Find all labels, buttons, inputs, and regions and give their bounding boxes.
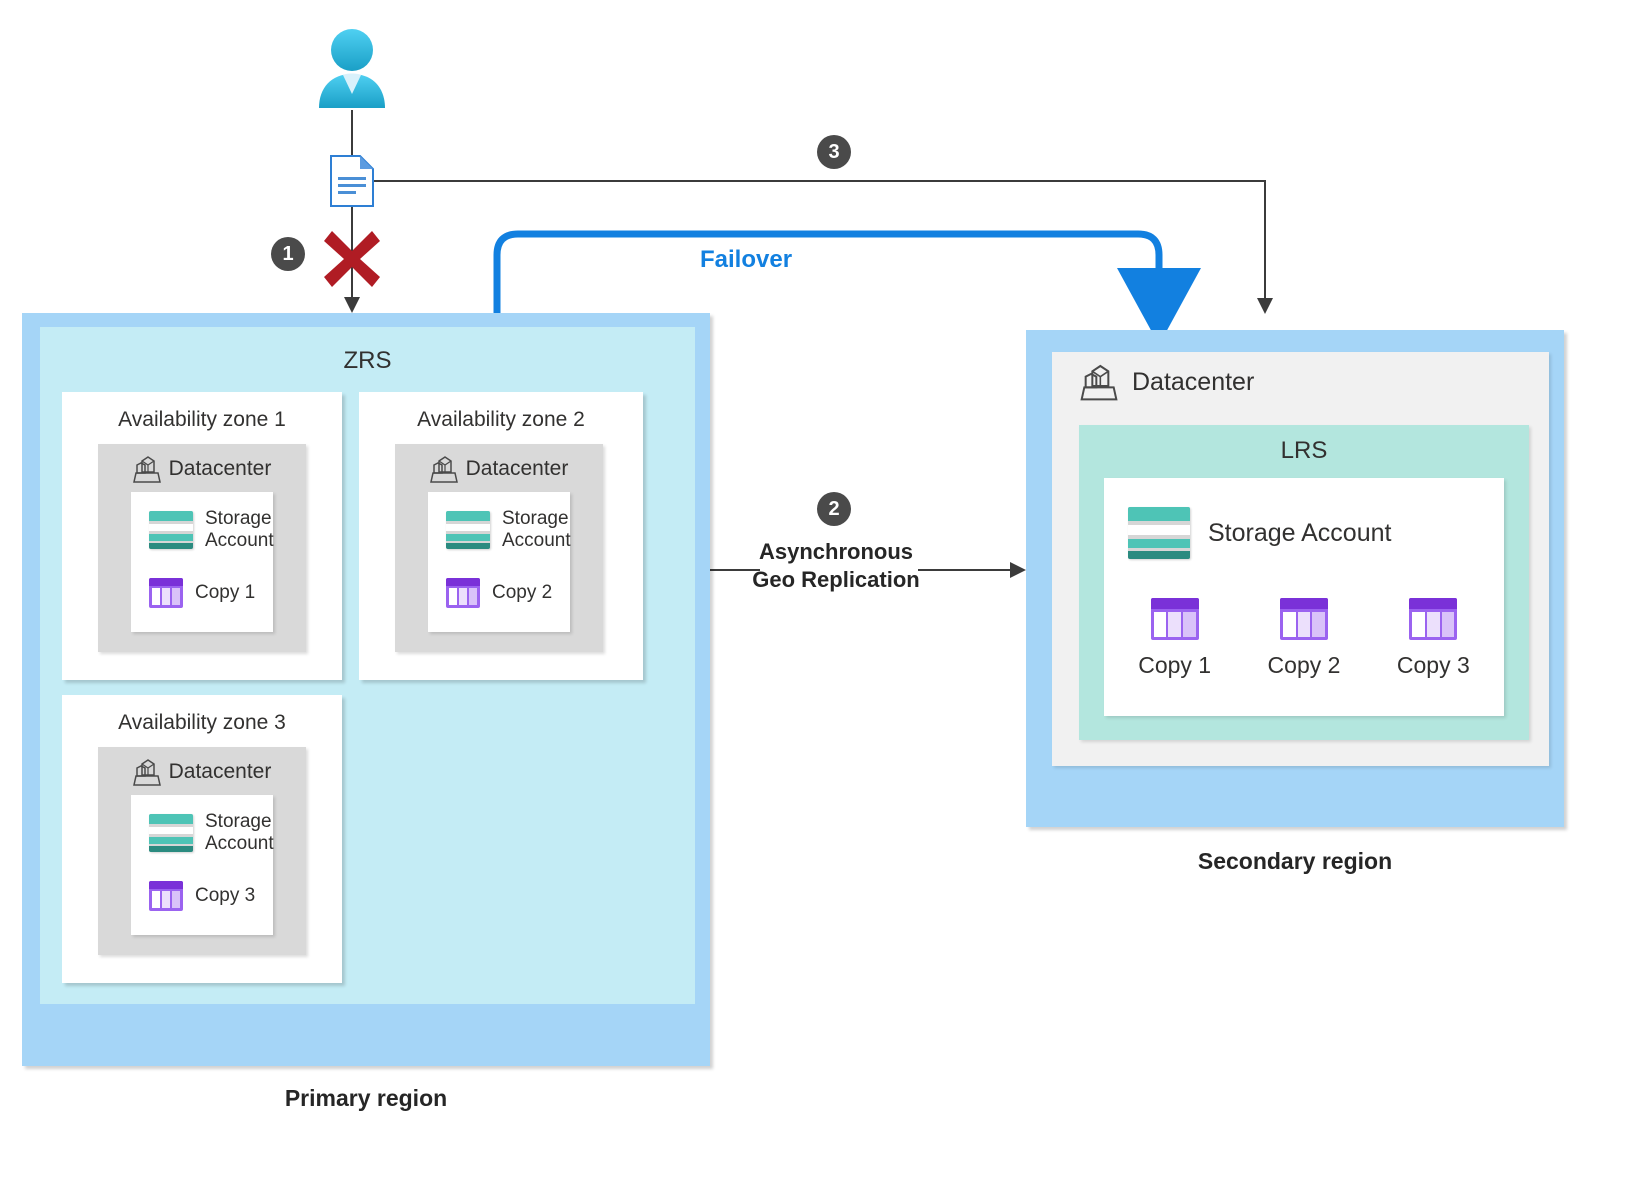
secondary-copy-2-label: Copy 2 bbox=[1267, 652, 1341, 678]
step-badge-1: 1 bbox=[271, 237, 305, 271]
geo-replication-line2: Geo Replication bbox=[752, 567, 920, 593]
availability-zone-1-title: Availability zone 1 bbox=[118, 408, 286, 431]
storage-label-line1: Storage bbox=[205, 508, 272, 529]
availability-zone-2-title: Availability zone 2 bbox=[417, 408, 585, 431]
red-x-icon bbox=[324, 231, 380, 287]
storage-account-row-zone-1: Storage Account bbox=[149, 508, 274, 553]
user-icon bbox=[319, 29, 385, 108]
datacenter-box-zone-2: Datacenter Storage Account Copy 2 bbox=[395, 444, 603, 652]
secondary-datacenter-label: Datacenter bbox=[1132, 367, 1255, 396]
secondary-storage-account-row: Storage Account bbox=[1128, 507, 1391, 559]
datacenter-inner-zone-2: Storage Account Copy 2 bbox=[428, 492, 571, 632]
step-badge-2: 2 bbox=[817, 492, 851, 526]
secondary-region-caption: Secondary region bbox=[1197, 848, 1393, 874]
storage-account-row-zone-3: Storage Account bbox=[149, 811, 274, 856]
datacenter-label-zone-2: Datacenter bbox=[465, 457, 569, 480]
copy-icon bbox=[446, 578, 480, 608]
document-icon bbox=[330, 155, 374, 207]
copy-label-zone-2: Copy 2 bbox=[492, 581, 553, 603]
storage-label-line2: Account bbox=[502, 530, 571, 552]
storage-label-line2: Account bbox=[205, 530, 274, 552]
datacenter-label-zone-1: Datacenter bbox=[168, 457, 272, 480]
storage-account-icon bbox=[149, 814, 193, 853]
copy-row-zone-3: Copy 3 bbox=[149, 881, 255, 911]
availability-zone-1: Availability zone 1 Datacenter Storage A… bbox=[62, 392, 342, 680]
copy-icon bbox=[1409, 598, 1458, 640]
copy-row-zone-2: Copy 2 bbox=[446, 578, 552, 608]
secondary-copy-2: Copy 2 bbox=[1267, 598, 1341, 679]
datacenter-inner-zone-1: Storage Account Copy 1 bbox=[131, 492, 274, 632]
storage-label-line1: Storage bbox=[502, 508, 569, 529]
copy-icon bbox=[1279, 598, 1328, 640]
datacenter-box-zone-1: Datacenter Storage Account Copy 1 bbox=[98, 444, 306, 652]
storage-account-icon bbox=[1128, 507, 1190, 559]
copy-label-zone-1: Copy 1 bbox=[195, 581, 256, 603]
storage-label-line2: Account bbox=[205, 833, 274, 855]
storage-account-label-zone-3: Storage Account bbox=[205, 811, 274, 856]
copy-icon bbox=[149, 578, 183, 608]
availability-zone-3: Availability zone 3 Datacenter Storage A… bbox=[62, 695, 342, 983]
datacenter-icon bbox=[429, 456, 458, 483]
datacenter-box-zone-3: Datacenter Storage Account Copy 3 bbox=[98, 747, 306, 955]
datacenter-header-zone-1: Datacenter bbox=[98, 454, 306, 484]
datacenter-icon bbox=[1080, 364, 1118, 401]
secondary-copy-3-label: Copy 3 bbox=[1396, 652, 1470, 678]
secondary-copy-1: Copy 1 bbox=[1138, 598, 1211, 679]
geo-replication-line1: Asynchronous bbox=[758, 539, 914, 564]
datacenter-header-zone-2: Datacenter bbox=[395, 454, 603, 484]
availability-zone-2: Availability zone 2 Datacenter Storage A… bbox=[359, 392, 643, 680]
storage-account-label-zone-1: Storage Account bbox=[205, 508, 274, 553]
secondary-datacenter-header: Datacenter bbox=[1080, 362, 1254, 402]
datacenter-icon bbox=[132, 456, 161, 483]
secondary-copy-3: Copy 3 bbox=[1397, 598, 1470, 679]
geo-replication-label: Asynchronous Geo Replication bbox=[716, 538, 956, 594]
secondary-storage-account-label: Storage Account bbox=[1208, 518, 1392, 547]
datacenter-header-zone-3: Datacenter bbox=[98, 757, 306, 787]
lrs-label: LRS bbox=[1280, 437, 1328, 464]
failover-label: Failover bbox=[700, 246, 793, 273]
storage-label-line1: Storage bbox=[205, 811, 272, 832]
secondary-copies-group: Copy 1 Copy 2 Copy 3 bbox=[1110, 598, 1498, 679]
datacenter-inner-zone-3: Storage Account Copy 3 bbox=[131, 795, 274, 935]
copy-row-zone-1: Copy 1 bbox=[149, 578, 255, 608]
datacenter-icon bbox=[132, 759, 161, 786]
copy-label-zone-3: Copy 3 bbox=[195, 884, 256, 906]
availability-zone-3-title: Availability zone 3 bbox=[118, 711, 286, 734]
step-badge-3: 3 bbox=[817, 135, 851, 169]
storage-account-icon bbox=[446, 511, 490, 550]
copy-icon bbox=[149, 881, 183, 911]
datacenter-label-zone-3: Datacenter bbox=[168, 760, 272, 783]
secondary-copy-1-label: Copy 1 bbox=[1138, 652, 1212, 678]
storage-account-label-zone-2: Storage Account bbox=[502, 508, 571, 553]
storage-account-icon bbox=[149, 511, 193, 550]
storage-account-row-zone-2: Storage Account bbox=[446, 508, 571, 553]
copy-icon bbox=[1150, 598, 1199, 640]
primary-region-caption: Primary region bbox=[284, 1085, 448, 1111]
zrs-label: ZRS bbox=[343, 347, 392, 374]
